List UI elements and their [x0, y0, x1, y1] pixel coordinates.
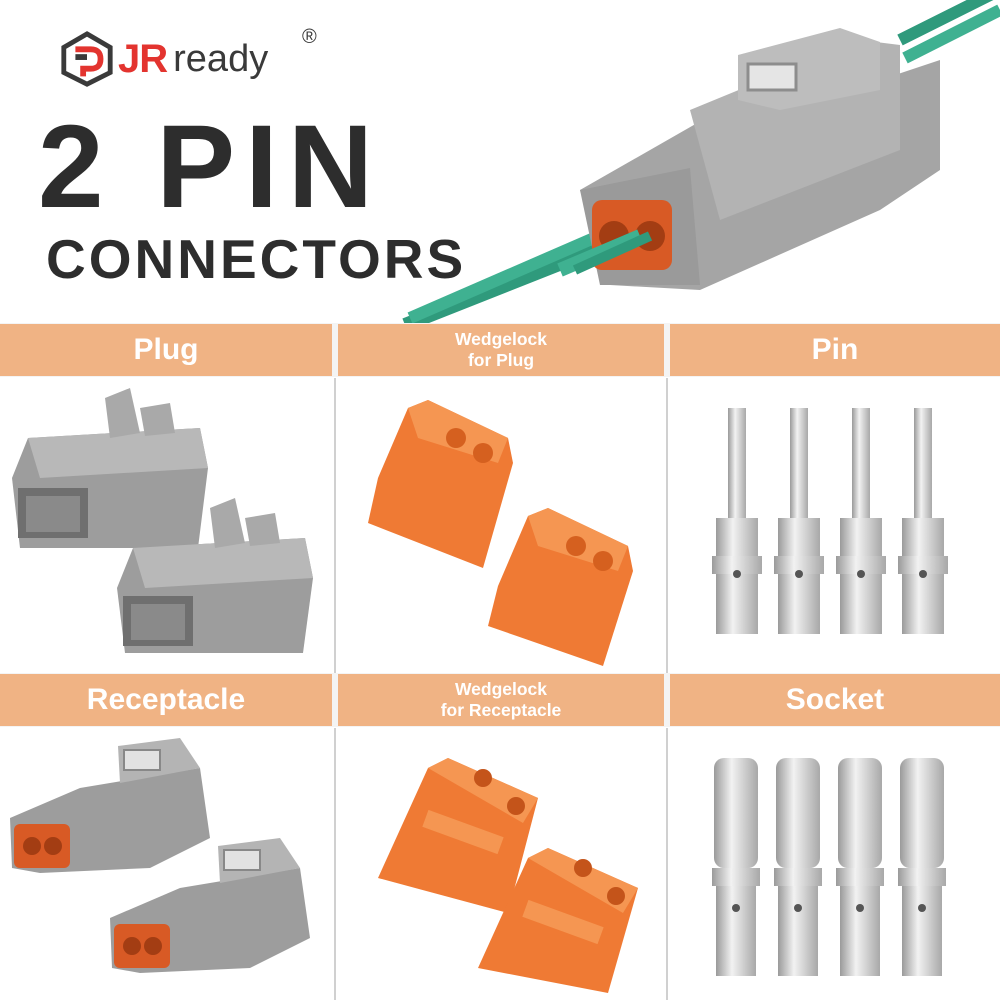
hero-connector-image: [402, 0, 1000, 325]
label-wedgelock-receptacle-line1: Wedgelock: [454, 679, 548, 699]
pin: [712, 408, 762, 634]
label-plug: Plug: [0, 324, 332, 376]
wedgelock-plug-image: [368, 400, 633, 666]
socket: [898, 758, 946, 976]
label-wedgelock-plug-line2: for Plug: [467, 350, 535, 370]
label-wedgelock-receptacle: Wedgelock for Receptacle: [338, 674, 664, 726]
divider: [334, 378, 336, 673]
page-title: 2 PIN: [38, 101, 384, 233]
label-receptacle: Receptacle: [0, 674, 332, 726]
brand-name-jr: JR: [118, 36, 168, 81]
wedgelock-receptacle: [378, 758, 538, 913]
page-subtitle: CONNECTORS: [46, 228, 467, 290]
jr-logo-icon: [61, 31, 113, 87]
pin: [898, 408, 948, 634]
pin: [774, 408, 824, 634]
brand-name-ready: ready: [173, 37, 269, 80]
plug-connector: [117, 498, 313, 653]
pin: [836, 408, 886, 634]
label-wedgelock-plug-line1: Wedgelock: [454, 329, 548, 349]
label-pin: Pin: [670, 324, 1000, 376]
wedgelock-plug: [368, 400, 513, 568]
label-socket: Socket: [670, 674, 1000, 726]
socket: [712, 758, 760, 976]
receptacle-connector: [10, 738, 210, 873]
receptacle-image: [10, 738, 310, 973]
wedgelock-receptacle: [478, 848, 638, 993]
wedgelock-plug: [488, 508, 633, 666]
wedgelock-receptacle-image: [378, 758, 638, 993]
plug-image: [12, 388, 313, 653]
socket: [774, 758, 822, 976]
divider: [666, 728, 668, 1000]
pin-image: [712, 408, 948, 634]
plug-connector: [12, 388, 208, 548]
receptacle-connector: [110, 838, 310, 973]
divider: [666, 378, 668, 673]
label-wedgelock-receptacle-line2: for Receptacle: [440, 700, 562, 720]
divider: [334, 728, 336, 1000]
registered-mark: ®: [302, 26, 317, 48]
socket: [836, 758, 884, 976]
brand-logo: JR ready: [58, 24, 268, 94]
label-wedgelock-plug: Wedgelock for Plug: [338, 324, 664, 376]
socket-image: [712, 758, 946, 976]
